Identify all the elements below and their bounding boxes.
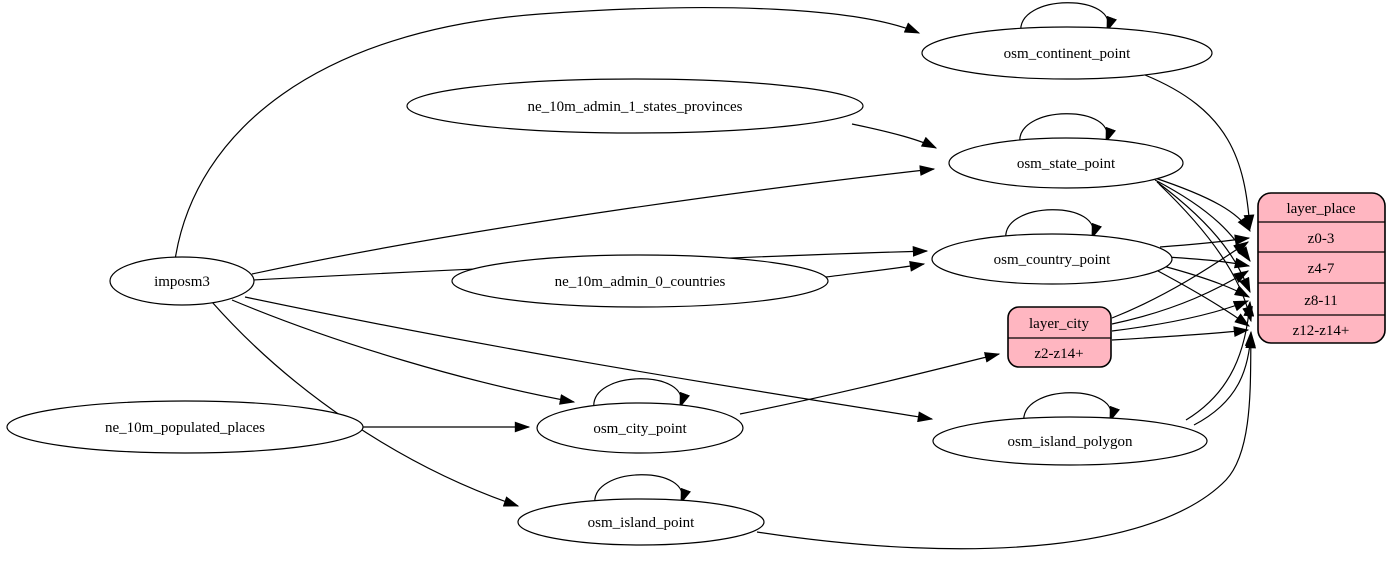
layer_city-row-z2-z14: z2-z14+ <box>1034 346 1083 362</box>
edge-osm_city_point-to-layer_city-z2-z14 <box>739 352 1001 415</box>
edge-imposm3-to-osm_city_point <box>231 299 576 405</box>
node-layer_place: layer_place z0-3 z4-7 z8-11 z12-z14+ <box>1257 192 1386 344</box>
node-osm_island_point: osm_island_point <box>517 498 765 546</box>
edge-osm_country_point-to-layer_place-z0-3 <box>1159 234 1251 248</box>
edge-imposm3-to-osm_island_polygon <box>244 296 934 423</box>
node-ne_10m_admin_0_countries-label: ne_10m_admin_0_countries <box>555 274 726 290</box>
node-ne_10m_populated_places-shape <box>6 400 364 454</box>
edge-ne_10m_admin_1_states_provinces-to-osm_state_point <box>851 123 938 149</box>
edge-layer_city-to-layer_place-z12-z14 <box>1111 326 1250 341</box>
edge-osm_country_point-to-layer_place-z4-7 <box>1165 256 1251 269</box>
node-imposm3: imposm3 <box>109 256 255 306</box>
node-osm_country_point-shape <box>931 233 1173 285</box>
self-loop-osm_island_polygon <box>1023 392 1120 424</box>
edge-osm_state_point-to-layer_place-z12-z14 <box>1158 183 1253 323</box>
layer_place-row-z0-3: z0-3 <box>1308 231 1335 247</box>
node-osm_state_point-label: osm_state_point <box>1017 156 1116 172</box>
edge-imposm3-to-osm_continent_point <box>174 7 921 261</box>
node-ne_10m_admin_0_countries: ne_10m_admin_0_countries <box>451 254 829 308</box>
self-loop-osm_island_point <box>594 474 691 506</box>
layer_place-row-z12-z14: z12-z14+ <box>1293 323 1350 339</box>
self-loop-osm_state_point <box>1019 113 1116 145</box>
node-osm_state_point-shape <box>948 137 1184 189</box>
edge-osm_country_point-to-layer_place-z8-11 <box>1162 265 1251 298</box>
node-layer_city: layer_city z2-z14+ <box>1007 306 1112 368</box>
node-layer_place-shape <box>1257 192 1386 344</box>
edge-osm_country_point-to-layer_place-z12-z14 <box>1157 270 1251 327</box>
edge-osm_island_polygon-to-layer_place-z8-11 <box>1185 300 1255 421</box>
node-imposm3-shape <box>109 256 255 306</box>
edge-imposm3-to-osm_state_point <box>251 165 936 275</box>
node-ne_10m_populated_places: ne_10m_populated_places <box>6 400 364 454</box>
node-osm_city_point: osm_city_point <box>536 402 744 454</box>
layer_place-row-z4-7: z4-7 <box>1308 261 1335 277</box>
node-osm_continent_point: osm_continent_point <box>921 26 1213 80</box>
node-osm_continent_point-label: osm_continent_point <box>1004 46 1131 62</box>
layer_place-row-z8-11: z8-11 <box>1304 293 1338 309</box>
node-osm_island_point-shape <box>517 498 765 546</box>
node-imposm3-label: imposm3 <box>154 274 210 290</box>
self-loop-osm_continent_point <box>1020 2 1117 34</box>
node-osm_island_point-label: osm_island_point <box>588 515 696 531</box>
node-osm_island_polygon: osm_island_polygon <box>932 416 1208 466</box>
edge-layer_city-to-layer_place-z0-3 <box>1111 241 1250 319</box>
edge-osm_state_point-to-layer_place-z8-11 <box>1156 181 1251 294</box>
node-osm_island_polygon-shape <box>932 416 1208 466</box>
node-layer_place-title: layer_place <box>1286 201 1355 217</box>
node-osm_country_point: osm_country_point <box>931 233 1173 285</box>
node-ne_10m_admin_1_states_provinces: ne_10m_admin_1_states_provinces <box>406 78 864 134</box>
node-osm_city_point-shape <box>536 402 744 454</box>
edge-osm_state_point-to-layer_place-z0-3 <box>1151 176 1251 233</box>
node-ne_10m_admin_1_states_provinces-shape <box>406 78 864 134</box>
edge-ne_10m_admin_0_countries-to-osm_country_point <box>825 261 926 278</box>
node-layer_city-title: layer_city <box>1029 316 1089 332</box>
node-ne_10m_admin_1_states_provinces-label: ne_10m_admin_1_states_provinces <box>528 99 743 115</box>
node-osm_state_point: osm_state_point <box>948 137 1184 189</box>
node-ne_10m_populated_places-label: ne_10m_populated_places <box>105 420 265 436</box>
node-osm_continent_point-shape <box>921 26 1213 80</box>
self-loop-osm_country_point <box>1005 209 1102 241</box>
node-osm_island_polygon-label: osm_island_polygon <box>1007 434 1133 450</box>
edge-osm_island_point-to-layer_place-z12-z14 <box>756 332 1257 550</box>
node-layer_city-shape <box>1007 306 1112 368</box>
node-ne_10m_admin_0_countries-shape <box>451 254 829 308</box>
self-loop-osm_city_point <box>593 378 690 410</box>
edge-layer_city-to-layer_place-z8-11 <box>1111 300 1250 332</box>
edge-layer_city-to-layer_place-z4-7 <box>1111 270 1250 325</box>
node-osm_city_point-label: osm_city_point <box>593 421 687 437</box>
node-osm_country_point-label: osm_country_point <box>994 252 1111 268</box>
edge-osm_continent_point-to-layer_place-z0-3 <box>1144 74 1255 231</box>
